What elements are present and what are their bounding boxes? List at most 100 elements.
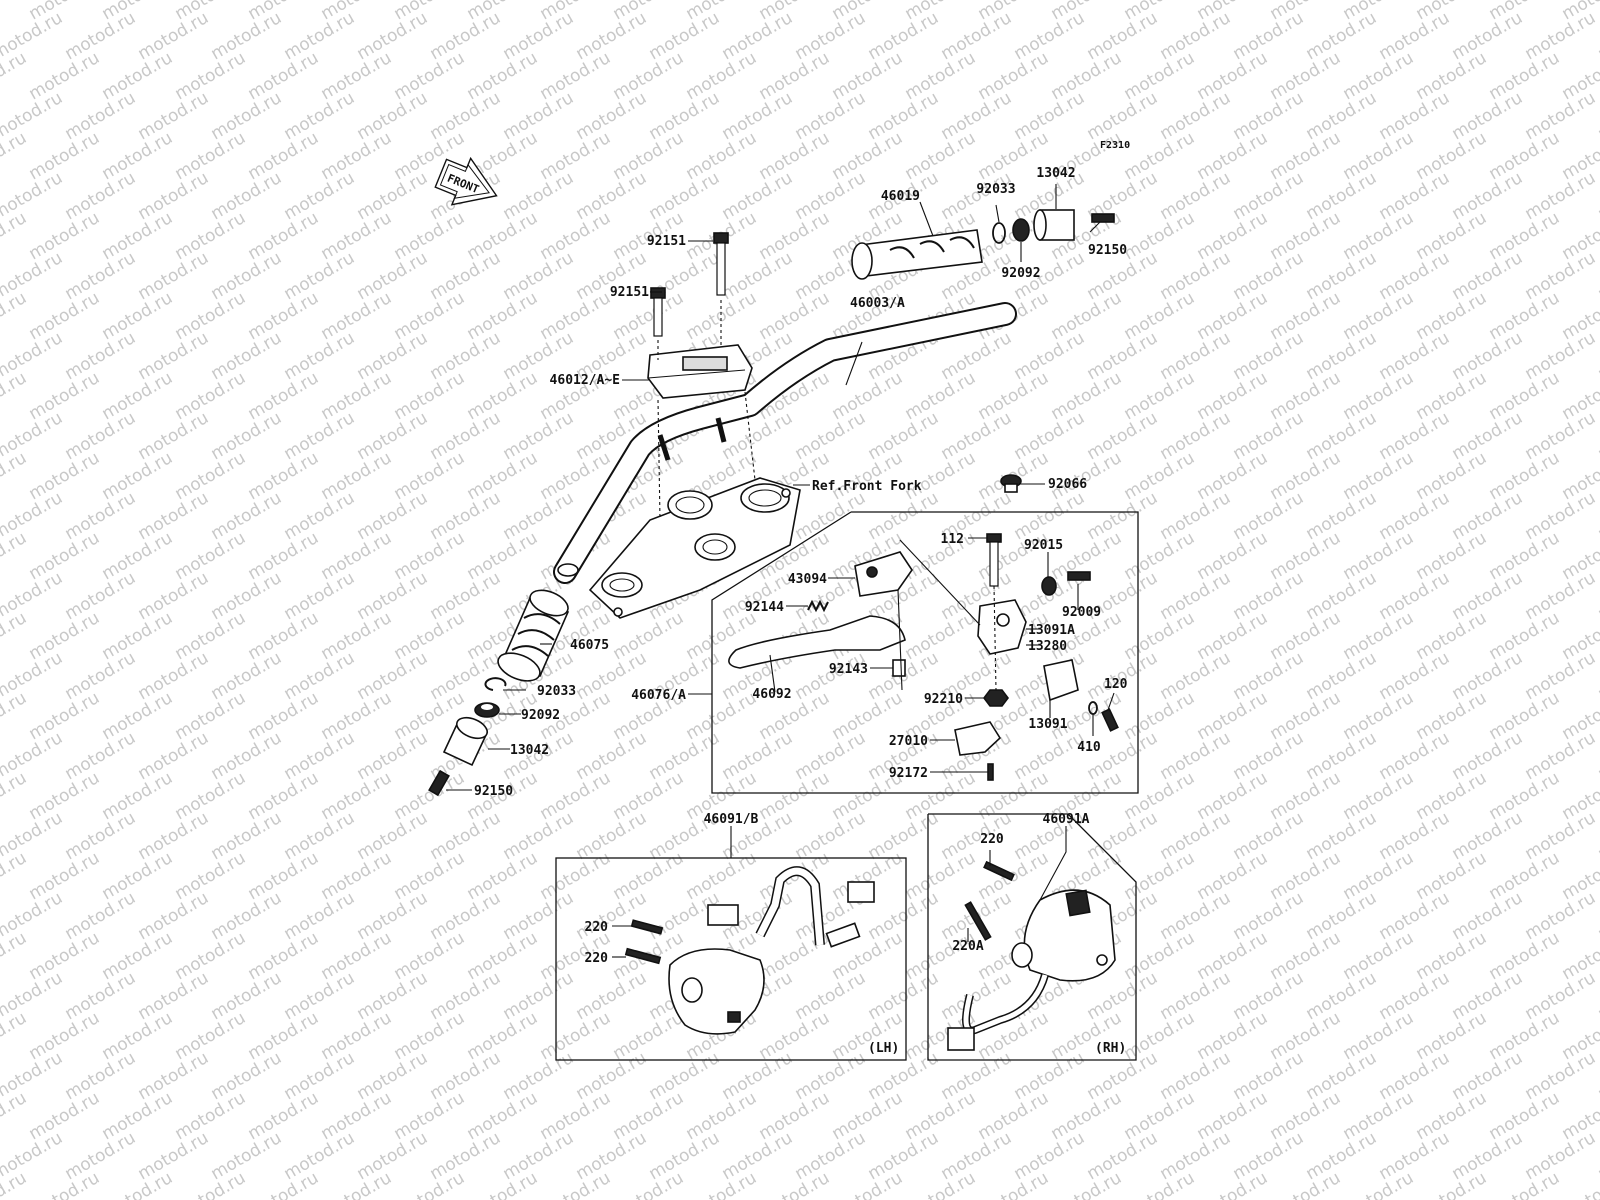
watermark-text: motod.ru bbox=[1486, 1088, 1564, 1144]
watermark-text: motod.ru bbox=[646, 1048, 724, 1104]
watermark-text: motod.ru bbox=[172, 208, 250, 264]
watermark-text: motod.ru bbox=[792, 88, 870, 144]
callout-92150-left: 92150 bbox=[474, 784, 513, 799]
watermark-text: motod.ru bbox=[245, 688, 323, 744]
watermark-text: motod.ru bbox=[1340, 768, 1418, 824]
watermark-text: motod.ru bbox=[172, 1088, 250, 1144]
watermark-text: motod.ru bbox=[1522, 408, 1600, 464]
watermark-text: motod.ru bbox=[756, 128, 834, 184]
callout-92143: 92143 bbox=[829, 662, 868, 677]
watermark-text: motod.ru bbox=[1121, 528, 1199, 584]
watermark-text: motod.ru bbox=[1048, 48, 1126, 104]
watermark-text: motod.ru bbox=[1522, 248, 1600, 304]
watermark-text: motod.ru bbox=[172, 1008, 250, 1064]
watermark-text: motod.ru bbox=[1084, 1048, 1162, 1104]
watermark-text: motod.ru bbox=[1084, 488, 1162, 544]
watermark-text: motod.ru bbox=[99, 368, 177, 424]
watermark-text: motod.ru bbox=[938, 88, 1016, 144]
watermark-text: motod.ru bbox=[208, 1128, 286, 1184]
watermark-text: motod.ru bbox=[135, 568, 213, 624]
watermark-text: motod.ru bbox=[1376, 408, 1454, 464]
switch-27010 bbox=[954, 721, 1002, 756]
watermark-text: motod.ru bbox=[245, 448, 323, 504]
watermark-text: motod.ru bbox=[427, 488, 505, 544]
watermark-text: motod.ru bbox=[756, 288, 834, 344]
watermark-text: motod.ru bbox=[354, 248, 432, 304]
watermark-text: motod.ru bbox=[1121, 608, 1199, 664]
screw-220-rh bbox=[983, 860, 1015, 882]
watermark-text: motod.ru bbox=[1303, 328, 1381, 384]
watermark-text: motod.ru bbox=[1267, 848, 1345, 904]
watermark-text: motod.ru bbox=[1230, 1128, 1308, 1184]
watermark-text: motod.ru bbox=[792, 1128, 870, 1184]
watermark-text: motod.ru bbox=[1340, 608, 1418, 664]
washer-92015 bbox=[1041, 576, 1057, 596]
watermark-text: motod.ru bbox=[1486, 1008, 1564, 1064]
watermark-text: motod.ru bbox=[756, 768, 834, 824]
circlip-92033-top bbox=[992, 222, 1006, 244]
watermark-text: motod.ru bbox=[1376, 808, 1454, 864]
watermark-text: motod.ru bbox=[245, 128, 323, 184]
watermark-text: motod.ru bbox=[1157, 808, 1235, 864]
bracket-43094 bbox=[854, 551, 913, 597]
watermark-text: motod.ru bbox=[1230, 808, 1308, 864]
watermark-text: motod.ru bbox=[62, 248, 140, 304]
watermark-text: motod.ru bbox=[135, 168, 213, 224]
watermark-text: motod.ru bbox=[537, 128, 615, 184]
watermark-text: motod.ru bbox=[0, 368, 30, 424]
steering-stem-head bbox=[588, 477, 801, 619]
callout-46091A: 46091A bbox=[1043, 812, 1090, 827]
watermark-text: motod.ru bbox=[975, 368, 1053, 424]
callout-410: 410 bbox=[1077, 740, 1101, 755]
watermark-text: motod.ru bbox=[62, 1128, 140, 1184]
watermark-text: motod.ru bbox=[391, 608, 469, 664]
watermark-text: motod.ru bbox=[1595, 408, 1600, 464]
lever-holder-13091A bbox=[977, 599, 1027, 655]
watermark-text: motod.ru bbox=[537, 1008, 615, 1064]
watermark-text: motod.ru bbox=[829, 1088, 907, 1144]
watermark-text: motod.ru bbox=[1121, 1088, 1199, 1144]
watermark-text: motod.ru bbox=[0, 288, 30, 344]
watermark-text: motod.ru bbox=[354, 88, 432, 144]
watermark-text: motod.ru bbox=[99, 48, 177, 104]
watermark-text: motod.ru bbox=[1376, 248, 1454, 304]
watermark-text: motod.ru bbox=[1157, 328, 1235, 384]
watermark-text: motod.ru bbox=[1084, 328, 1162, 384]
watermark-text: motod.ru bbox=[1413, 848, 1491, 904]
watermark-text: motod.ru bbox=[610, 768, 688, 824]
watermark-text: motod.ru bbox=[245, 288, 323, 344]
watermark-text: motod.ru bbox=[1595, 328, 1600, 384]
watermark-text: motod.ru bbox=[135, 1128, 213, 1184]
screw-220-lh-a bbox=[630, 919, 664, 935]
watermark-text: motod.ru bbox=[354, 488, 432, 544]
watermark-text: motod.ru bbox=[1267, 928, 1345, 984]
watermark-text: motod.ru bbox=[172, 368, 250, 424]
watermark-text: motod.ru bbox=[683, 128, 761, 184]
watermark-text: motod.ru bbox=[0, 608, 30, 664]
watermark-text: motod.ru bbox=[245, 528, 323, 584]
watermark-text: motod.ru bbox=[1011, 1128, 1089, 1184]
bolt-92151-a bbox=[713, 232, 729, 296]
watermark-text: motod.ru bbox=[354, 1048, 432, 1104]
watermark-text: motod.ru bbox=[1230, 488, 1308, 544]
watermark-text: motod.ru bbox=[245, 208, 323, 264]
watermark-text: motod.ru bbox=[1486, 688, 1564, 744]
watermark-text: motod.ru bbox=[26, 288, 104, 344]
watermark-text: motod.ru bbox=[610, 128, 688, 184]
watermark-text: motod.ru bbox=[938, 1048, 1016, 1104]
watermark-text: motod.ru bbox=[1121, 768, 1199, 824]
watermark-text: motod.ru bbox=[1303, 968, 1381, 1024]
watermark-text: motod.ru bbox=[135, 968, 213, 1024]
watermark-text: motod.ru bbox=[719, 1128, 797, 1184]
watermark-text: motod.ru bbox=[1595, 168, 1600, 224]
watermark-text: motod.ru bbox=[1157, 1128, 1235, 1184]
watermark-text: motod.ru bbox=[1267, 208, 1345, 264]
watermark-text: motod.ru bbox=[281, 248, 359, 304]
watermark-text: motod.ru bbox=[172, 128, 250, 184]
watermark-text: motod.ru bbox=[1230, 248, 1308, 304]
watermark-text: motod.ru bbox=[1522, 968, 1600, 1024]
watermark-text: motod.ru bbox=[1486, 368, 1564, 424]
watermark-text: motod.ru bbox=[281, 888, 359, 944]
watermark-text: motod.ru bbox=[865, 8, 943, 64]
